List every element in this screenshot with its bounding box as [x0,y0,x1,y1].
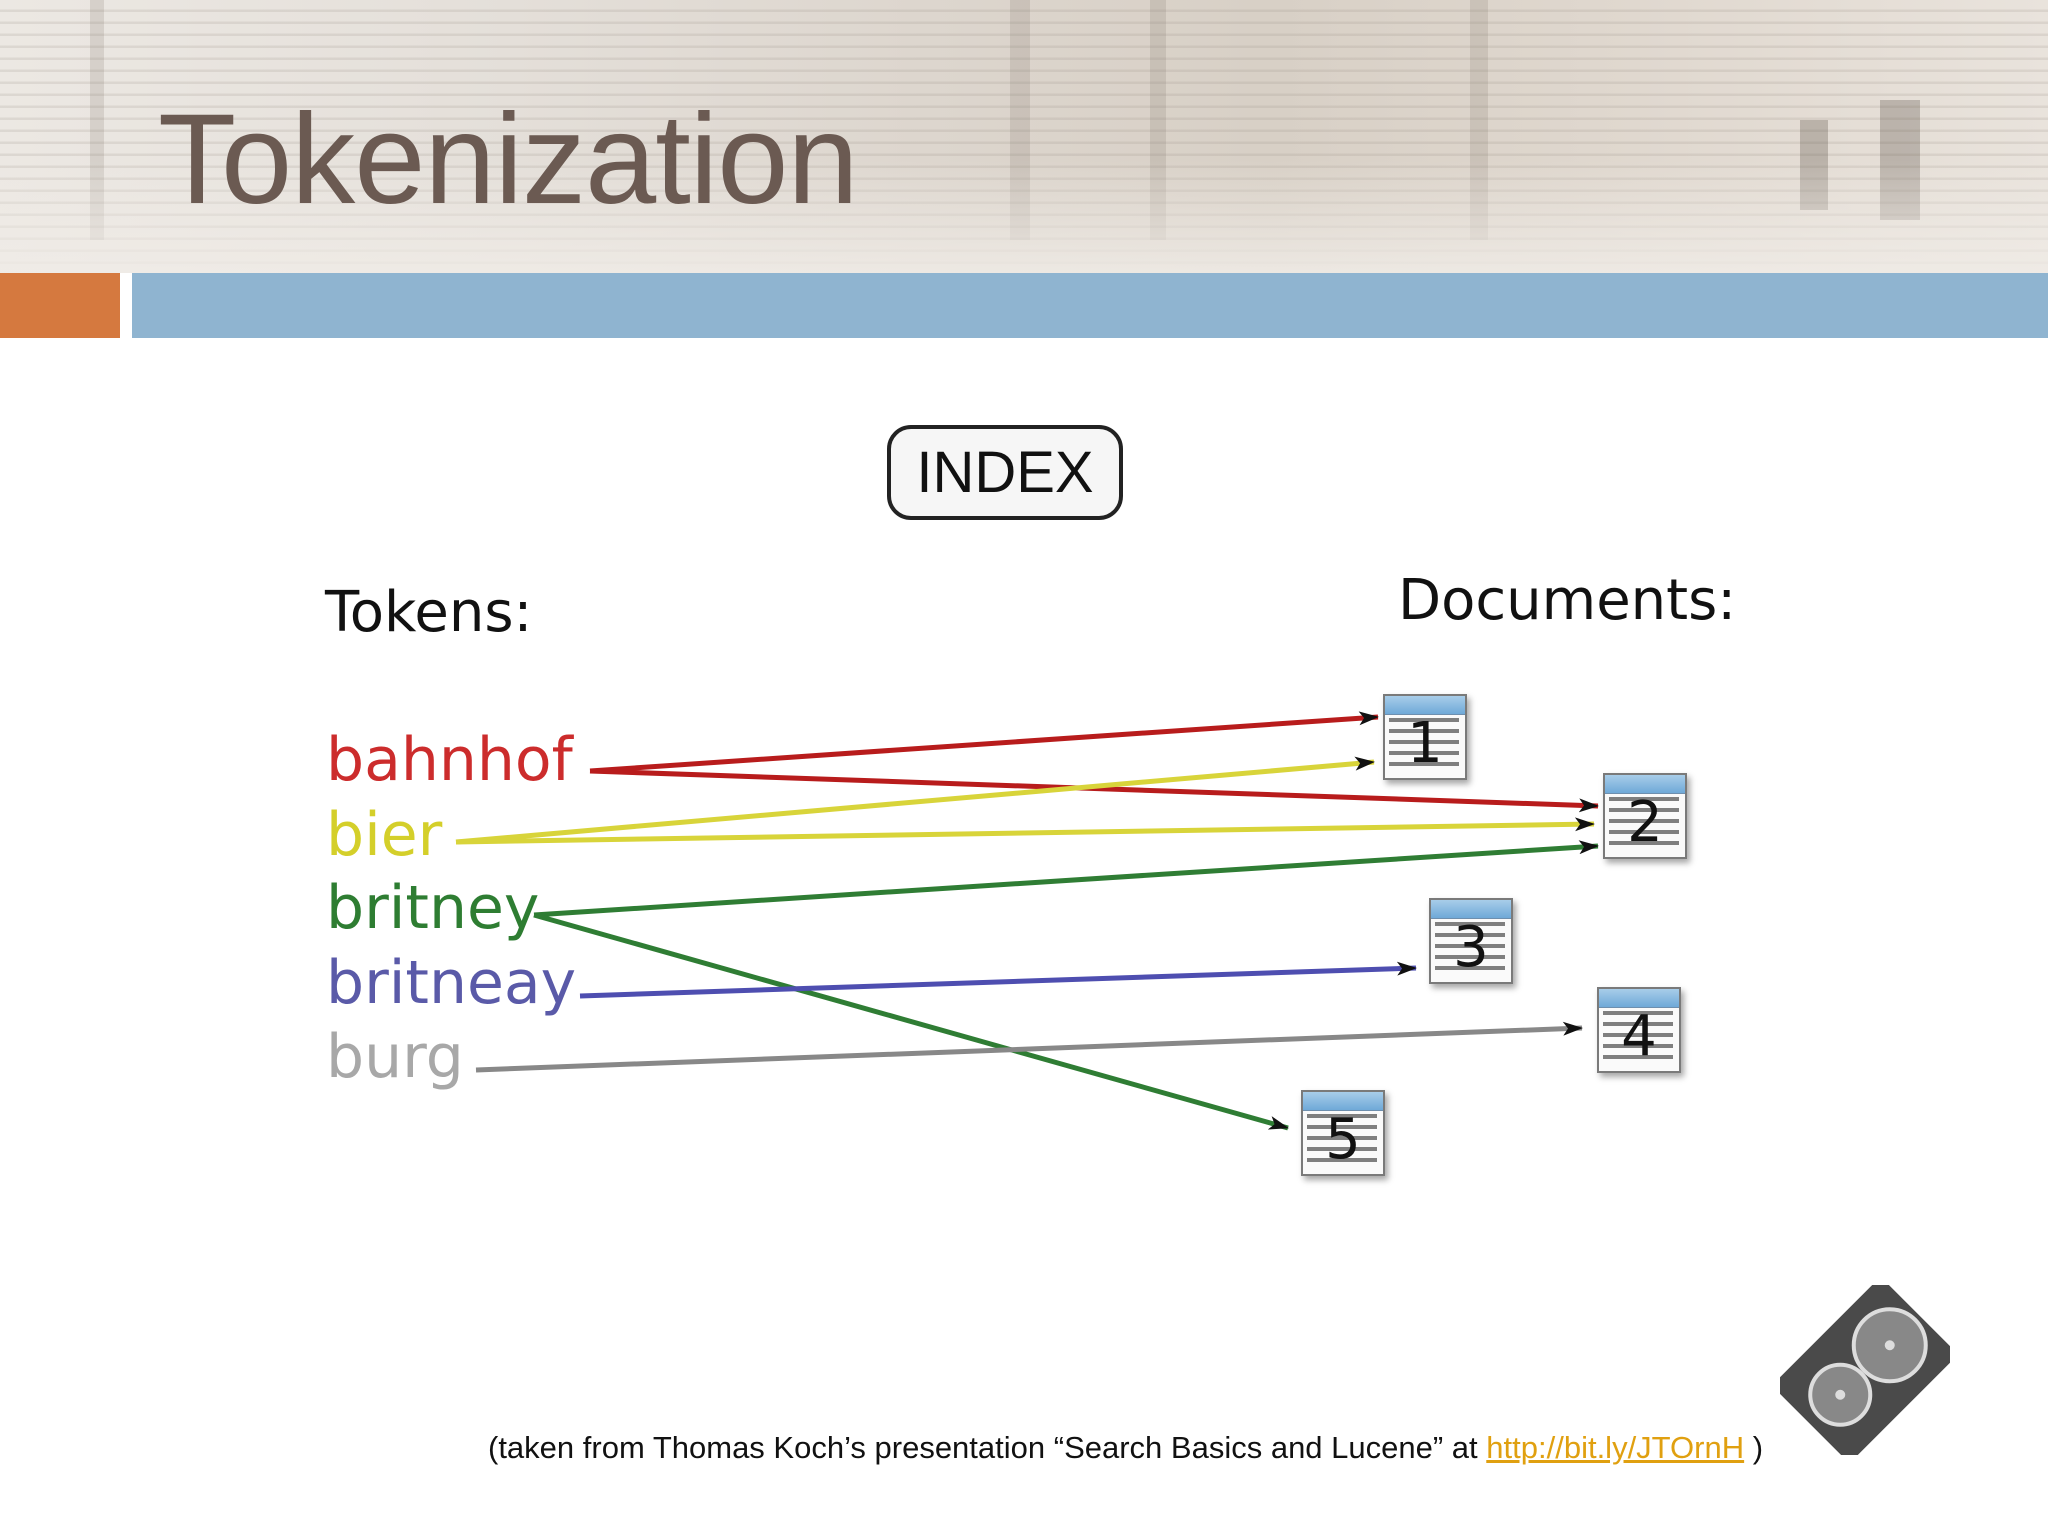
arrow-britney-doc-2 [533,840,1599,918]
documents-heading: Documents: [1398,568,1737,633]
document-3: 3 [1429,898,1513,984]
document-2: 2 [1603,773,1687,859]
header-fade [0,160,2048,273]
tokens-heading: Tokens: [325,580,533,645]
arrow-bahnhof-doc-1 [589,711,1379,774]
accent-bar-orange [0,273,120,338]
arrow-britney-doc-5 [533,912,1289,1131]
document-number: 4 [1621,1004,1657,1069]
citation-text: (taken from Thomas Koch’s presentation “… [488,1430,1487,1465]
token-britney: britney [326,873,540,943]
arrow-bier-doc-2 [455,817,1595,845]
token-bier: bier [326,800,443,870]
arrow-britneay-doc-3 [579,961,1417,999]
citation-link[interactable]: http://bit.ly/JTOrnH [1486,1430,1745,1465]
index-box: INDEX [887,425,1123,520]
token-burg: burg [326,1022,464,1092]
arrow-bier-doc-1 [455,756,1375,845]
document-4: 4 [1597,987,1681,1073]
token-bahnhof: bahnhof [326,725,573,795]
document-1: 1 [1383,694,1467,780]
reel-logo-icon [1780,1285,1950,1455]
arrow-burg-doc-4 [475,1021,1583,1073]
token-britneay: britneay [326,948,577,1018]
citation-text-end: ) [1744,1430,1764,1465]
document-number: 2 [1627,790,1663,855]
document-number: 1 [1407,711,1443,776]
accent-bar-blue [132,273,2048,338]
document-number: 5 [1325,1107,1361,1172]
document-number: 3 [1453,915,1489,980]
index-label: INDEX [916,440,1094,505]
slide-title: Tokenization [158,88,859,231]
document-5: 5 [1301,1090,1385,1176]
citation: (taken from Thomas Koch’s presentation “… [488,1430,1763,1466]
